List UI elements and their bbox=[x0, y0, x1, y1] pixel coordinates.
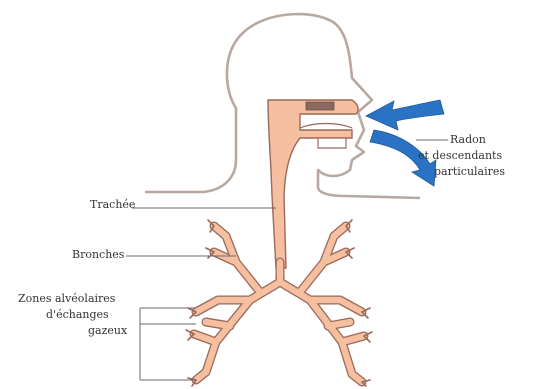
inhale-arrow-icon bbox=[366, 100, 444, 130]
trachea-label: Trachée bbox=[90, 198, 135, 212]
radon-label-line-3: particulaires bbox=[434, 165, 505, 179]
nasal-cavity bbox=[306, 102, 334, 110]
alveoli-leader bbox=[140, 308, 196, 380]
leader-lines bbox=[126, 140, 448, 380]
radon-label-line-2: et descendants bbox=[418, 149, 502, 163]
alveoli-label-line-1: Zones alvéolaires bbox=[18, 292, 115, 306]
alveoli-label-line-3: gazeux bbox=[88, 324, 127, 338]
alveoli-label-line-2: d'échanges bbox=[46, 308, 109, 322]
radon-label-line-1: Radon bbox=[450, 133, 486, 147]
mouth-cavity bbox=[318, 138, 346, 148]
tongue bbox=[300, 124, 352, 129]
bronchi-label: Bronches bbox=[72, 248, 124, 262]
